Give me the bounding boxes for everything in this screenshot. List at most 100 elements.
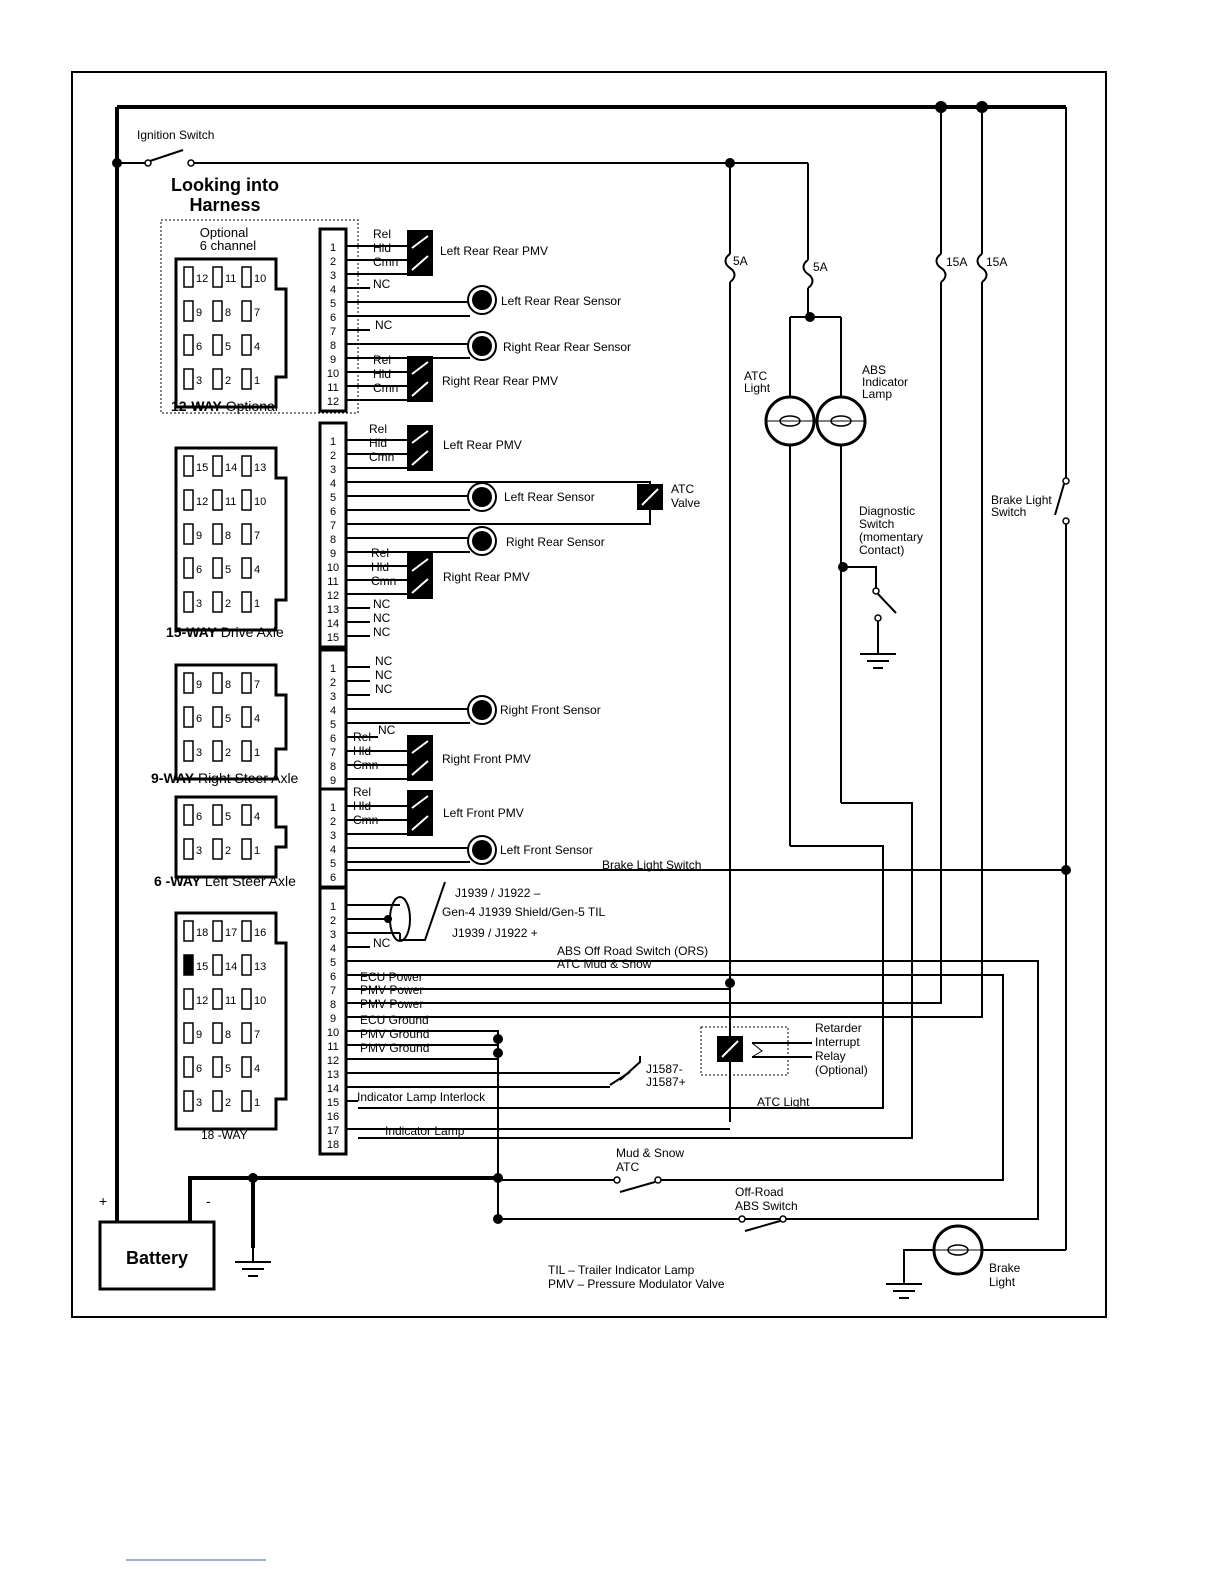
nc-label: NC — [375, 654, 393, 668]
pin-socket — [241, 523, 252, 545]
pin-number: 10 — [327, 368, 339, 380]
battery-label: Battery — [126, 1248, 188, 1268]
battery-plus-label: + — [99, 1193, 107, 1209]
pin-socket — [241, 920, 252, 942]
pin-number: 2 — [225, 1097, 231, 1109]
ecu-pin-label: ABS Off Road Switch (ORS) — [557, 944, 708, 958]
pin-socket — [241, 455, 252, 477]
pin-socket — [241, 1056, 252, 1078]
mud-snow-label: Mud & Snow — [616, 1146, 684, 1160]
pin-number: 5 — [330, 957, 336, 969]
pin-socket — [183, 988, 194, 1010]
relay-coil-mark — [721, 1040, 739, 1058]
pin-number: 2 — [225, 598, 231, 610]
pin-number: 12 — [327, 590, 339, 602]
pin-number: 11 — [327, 1041, 338, 1053]
pin-number: 3 — [196, 598, 202, 610]
nc-label: NC — [378, 723, 396, 737]
connector-face — [174, 795, 288, 879]
pin-number: 3 — [196, 845, 202, 857]
pin-number: 2 — [225, 375, 231, 387]
pin-number: 6 — [196, 564, 202, 576]
pin-number: 10 — [327, 562, 339, 574]
pin-number: 7 — [330, 747, 336, 759]
pin-number: 15 — [196, 961, 208, 973]
connector-pin-strip — [318, 787, 348, 889]
pin-number: 1 — [254, 747, 260, 759]
indicator-lamp-wire — [358, 802, 913, 1139]
legend-til: TIL – Trailer Indicator Lamp — [548, 1263, 695, 1277]
pin-number: 18 — [327, 1139, 339, 1151]
pmv-icon-mark — [411, 740, 429, 776]
pin-number: 9 — [196, 307, 202, 319]
pin-socket — [212, 954, 223, 976]
pin-number: 4 — [330, 284, 336, 296]
brake-light-switch-label: Brake Light — [991, 493, 1052, 507]
pin-number: 10 — [254, 995, 266, 1007]
pin-socket — [183, 455, 194, 477]
atc-mud-snow-wire — [346, 974, 1004, 1181]
pin-number: 14 — [225, 462, 237, 474]
ecu-pin-label: PMV Ground — [360, 1041, 429, 1055]
pin-number: 6 — [196, 341, 202, 353]
pin-number: 11 — [225, 995, 236, 1007]
pin-number: 5 — [225, 713, 231, 725]
pin-socket — [212, 672, 223, 694]
fuse-label: 5A — [813, 260, 828, 274]
battery-negative-bus — [188, 1176, 498, 1222]
j1939-twist — [399, 881, 446, 941]
pin-number: 5 — [330, 719, 336, 731]
switch-contact — [613, 1176, 621, 1184]
pin-socket — [241, 740, 252, 762]
junction-dot — [493, 1173, 503, 1183]
pin-number: 6 — [330, 733, 336, 745]
pin-number: 5 — [330, 298, 336, 310]
ecu-pin-label: J1939 / J1922 – — [455, 886, 541, 900]
lamp-label: ABS — [862, 363, 886, 377]
pmv-icon — [407, 356, 433, 402]
pin-number: 3 — [330, 691, 336, 703]
pin-number: 5 — [330, 492, 336, 504]
pin-number: 1 — [330, 242, 336, 254]
optional-label: 6 channel — [200, 238, 256, 253]
pin-number: 9 — [330, 548, 336, 560]
pmv-icon-mark — [411, 795, 429, 831]
pin-socket — [183, 489, 194, 511]
pmv-icon-mark — [411, 430, 429, 466]
pin-socket — [212, 523, 223, 545]
diagnostic-wire — [843, 566, 877, 588]
ground-wire — [346, 1030, 1038, 1220]
pin-socket — [241, 368, 252, 390]
pin-socket — [183, 804, 194, 826]
nc-label: NC — [375, 668, 393, 682]
pin-number: 1 — [254, 375, 260, 387]
pin-number: 6 — [196, 713, 202, 725]
pmv-pin-label: Rel — [371, 546, 389, 560]
ecu-pin-label: Indicator Lamp Interlock — [357, 1090, 486, 1104]
pin-number: 12 — [196, 273, 208, 285]
nc-label: NC — [375, 682, 393, 696]
pin-number: 6 — [330, 971, 336, 983]
pin-number: 2 — [330, 915, 336, 927]
battery-icon — [98, 1220, 216, 1291]
pin-socket — [241, 300, 252, 322]
pin-number: 4 — [330, 943, 336, 955]
pin-socket — [212, 368, 223, 390]
fuse-15a-icon — [976, 253, 988, 283]
pin-socket — [212, 838, 223, 860]
pin-socket — [183, 706, 194, 728]
pin-socket — [241, 954, 252, 976]
switch-contact — [1062, 517, 1070, 525]
sensor-label: Right Rear Sensor — [506, 535, 605, 549]
pin-number: 13 — [327, 604, 339, 616]
ecu-pin-label: J1939 / J1922 + — [452, 926, 538, 940]
pin-socket — [241, 672, 252, 694]
pmv-icon — [407, 553, 433, 599]
pin-socket — [183, 266, 194, 288]
brake-light-ground-lead — [903, 1249, 934, 1270]
atc-valve-icon-mark — [641, 488, 659, 506]
pmv-pin-label: Rel — [353, 730, 371, 744]
pin-socket — [212, 804, 223, 826]
pin-number: 9 — [196, 530, 202, 542]
ignition-switch-blade — [149, 149, 184, 162]
